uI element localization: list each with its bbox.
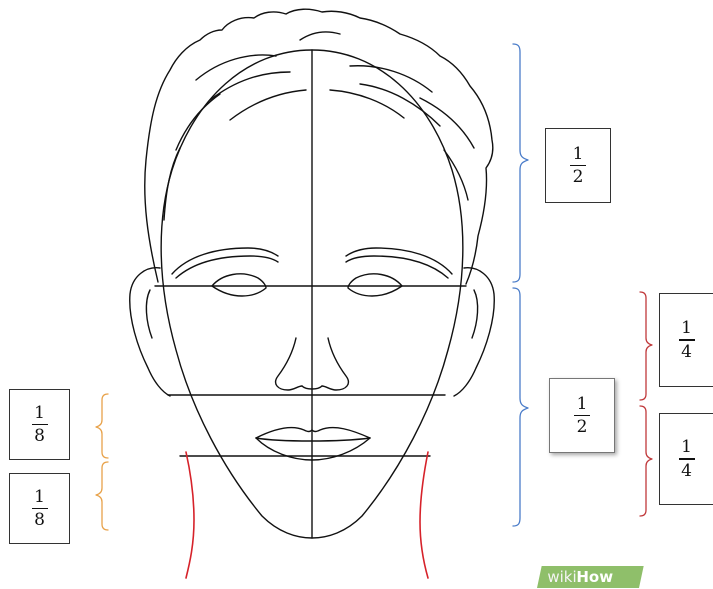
fraction-lower-half: 1 2 (549, 378, 615, 453)
lip-line (256, 438, 370, 441)
denominator: 8 (34, 511, 45, 529)
fraction-bar (679, 458, 695, 460)
hair-strand (350, 66, 432, 92)
fraction-upper-half: 1 2 (545, 128, 611, 203)
fraction-quarter-top: 1 4 (659, 293, 713, 387)
fraction-bar (32, 424, 48, 426)
numerator: 1 (34, 404, 45, 422)
denominator: 4 (681, 343, 692, 361)
right-eye (348, 274, 402, 296)
hair-strand (330, 90, 404, 118)
numerator: 1 (573, 145, 584, 163)
left-ear-inner (146, 290, 152, 338)
numerator: 1 (577, 395, 588, 413)
lower-half-bracket (513, 288, 528, 526)
hair-strand (360, 84, 440, 126)
hair-strand (164, 148, 180, 220)
fraction-eighth-top: 1 8 (9, 389, 70, 460)
neck-left (186, 452, 194, 578)
fraction-quarter-bottom: 1 4 (659, 413, 713, 505)
hair-strand (300, 32, 340, 40)
left-eye (212, 274, 266, 296)
quarter-top-bracket (640, 292, 652, 400)
neck-right (420, 452, 428, 578)
upper-half-bracket (513, 44, 528, 282)
fraction-bar (570, 165, 586, 167)
quarter-bottom-bracket (640, 406, 652, 516)
numerator: 1 (681, 438, 692, 456)
upper-lip (256, 428, 370, 438)
hair-strand (420, 98, 474, 148)
eighth-top-bracket (96, 394, 108, 458)
hair-strand (230, 90, 306, 120)
eighth-bottom-bracket (96, 462, 108, 530)
denominator: 2 (573, 168, 584, 186)
wikihow-watermark: wikiHow (537, 566, 644, 588)
denominator: 8 (34, 427, 45, 445)
fraction-eighth-bottom: 1 8 (9, 473, 70, 544)
denominator: 4 (681, 462, 692, 480)
right-ear-inner (472, 290, 478, 338)
fraction-bar (679, 339, 695, 341)
nose (322, 338, 348, 390)
numerator: 1 (681, 319, 692, 337)
denominator: 2 (577, 418, 588, 436)
watermark-suffix: How (577, 566, 614, 588)
numerator: 1 (34, 488, 45, 506)
fraction-bar (574, 415, 590, 417)
nose (276, 338, 302, 390)
watermark-prefix: wiki (547, 566, 576, 588)
fraction-bar (32, 508, 48, 510)
